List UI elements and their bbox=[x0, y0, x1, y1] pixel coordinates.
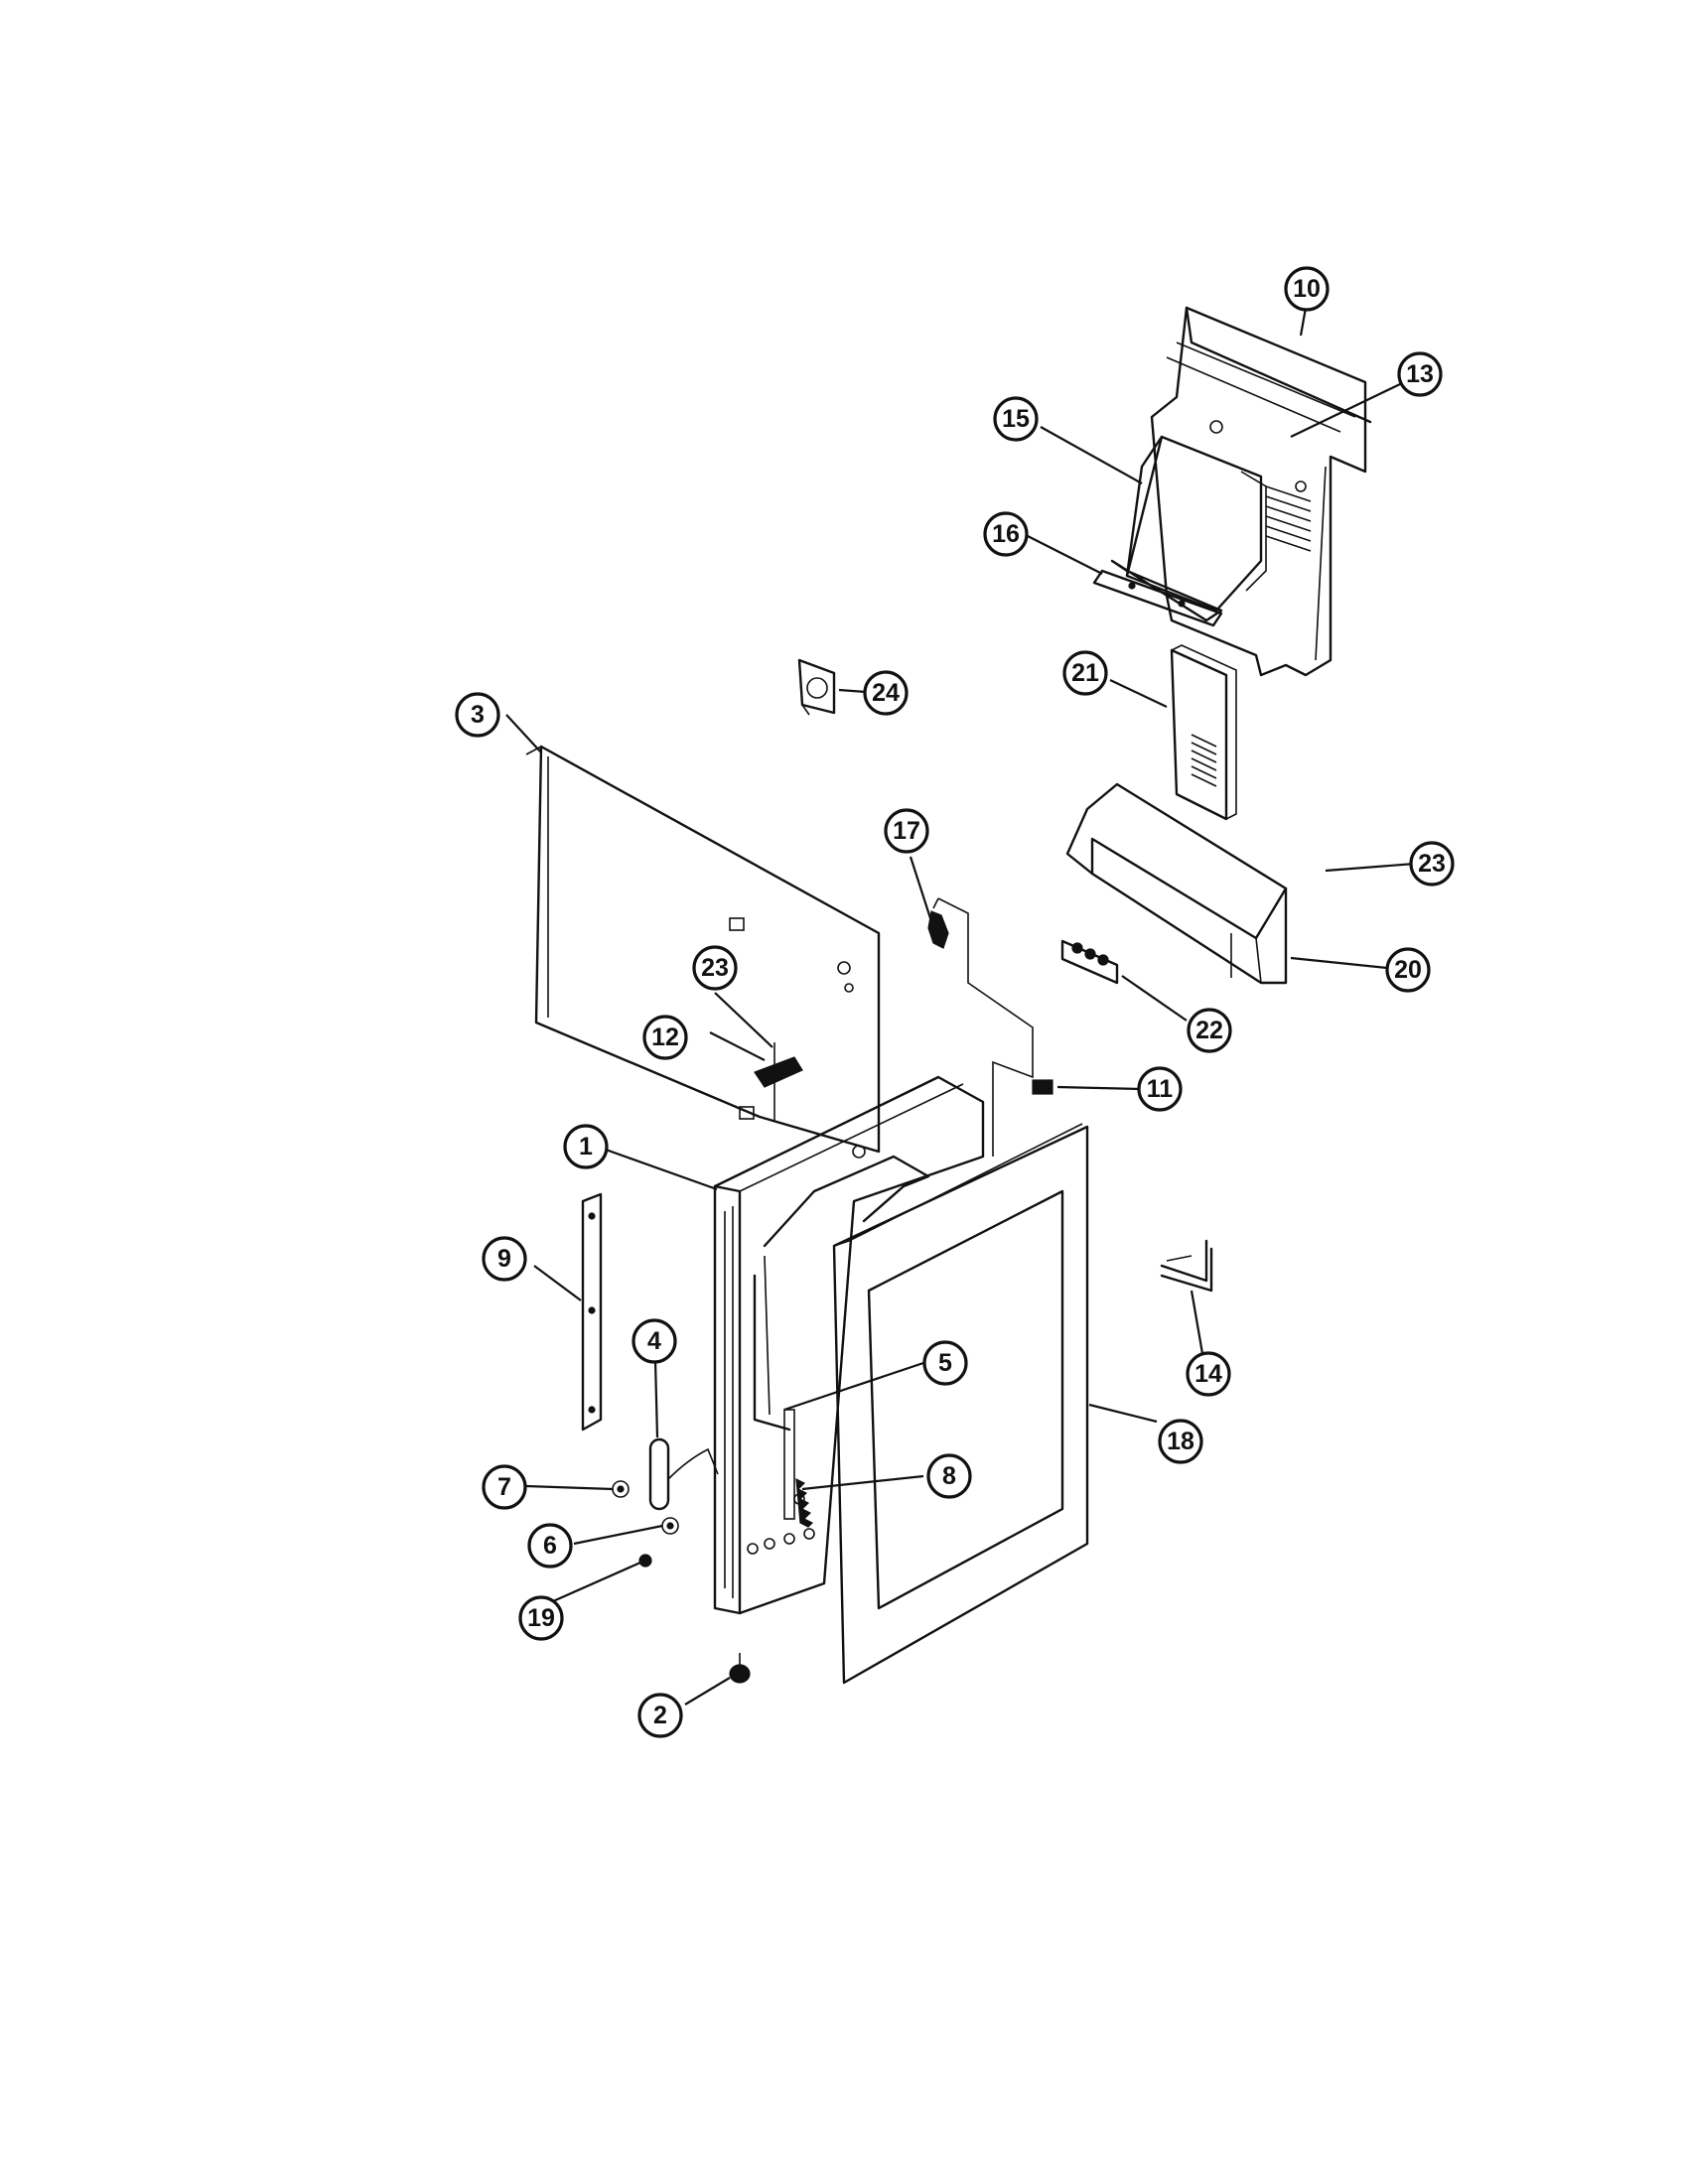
part-oven-frame bbox=[713, 1075, 985, 1615]
callout-23-right: 23 bbox=[1409, 841, 1455, 887]
svg-text:15: 15 bbox=[1002, 405, 1030, 433]
svg-text:5: 5 bbox=[938, 1349, 952, 1377]
svg-text:12: 12 bbox=[651, 1024, 679, 1051]
part-small-block bbox=[1032, 1079, 1053, 1095]
svg-text:17: 17 bbox=[893, 817, 920, 845]
svg-text:24: 24 bbox=[872, 679, 900, 707]
callout-2: 2 bbox=[637, 1693, 683, 1738]
svg-text:2: 2 bbox=[653, 1702, 667, 1729]
part-spring bbox=[795, 1477, 814, 1528]
svg-text:6: 6 bbox=[543, 1532, 557, 1560]
part-chute bbox=[1110, 435, 1267, 622]
part-switch bbox=[927, 897, 949, 949]
callout-24: 24 bbox=[863, 670, 909, 716]
callout-20: 20 bbox=[1385, 947, 1431, 993]
part-corner-bracket bbox=[1160, 1239, 1213, 1293]
part-side-strip bbox=[581, 1192, 603, 1432]
wire-harness bbox=[937, 897, 1034, 1157]
callout-4: 4 bbox=[632, 1318, 677, 1364]
part-latch bbox=[754, 1042, 803, 1122]
callout-18: 18 bbox=[1158, 1419, 1203, 1464]
callout-12: 12 bbox=[642, 1015, 688, 1060]
part-vent-panel bbox=[1170, 644, 1237, 821]
part-foot-2 bbox=[729, 1653, 751, 1684]
callout-17: 17 bbox=[884, 808, 929, 854]
svg-text:1: 1 bbox=[579, 1133, 593, 1160]
callout-3: 3 bbox=[455, 692, 500, 738]
part-fastener-19 bbox=[638, 1554, 652, 1568]
svg-text:4: 4 bbox=[647, 1327, 661, 1355]
callout-5: 5 bbox=[922, 1340, 968, 1386]
svg-text:13: 13 bbox=[1406, 360, 1434, 388]
callout-8: 8 bbox=[926, 1453, 972, 1499]
svg-text:23: 23 bbox=[1418, 850, 1446, 878]
callout-7: 7 bbox=[482, 1464, 527, 1510]
svg-text:20: 20 bbox=[1394, 956, 1422, 984]
svg-text:7: 7 bbox=[497, 1473, 511, 1501]
svg-text:16: 16 bbox=[992, 520, 1020, 548]
callout-9: 9 bbox=[482, 1236, 527, 1282]
svg-text:11: 11 bbox=[1147, 1075, 1174, 1103]
callout-10: 10 bbox=[1284, 266, 1330, 312]
part-fastener-7 bbox=[612, 1480, 630, 1498]
part-fastener-6 bbox=[661, 1517, 679, 1535]
part-side-panel bbox=[525, 745, 881, 1154]
part-bracket-16 bbox=[1092, 569, 1223, 627]
callout-11: 11 bbox=[1137, 1066, 1183, 1112]
callout-6: 6 bbox=[527, 1523, 573, 1569]
svg-text:3: 3 bbox=[471, 701, 485, 729]
callout-16: 16 bbox=[983, 511, 1029, 557]
svg-text:14: 14 bbox=[1194, 1360, 1222, 1388]
part-door-frame bbox=[832, 1123, 1089, 1685]
callout-14: 14 bbox=[1186, 1351, 1231, 1397]
callout-15: 15 bbox=[993, 396, 1039, 442]
part-tray bbox=[1065, 782, 1288, 985]
callout-13: 13 bbox=[1397, 351, 1443, 397]
svg-text:22: 22 bbox=[1195, 1017, 1223, 1044]
svg-text:23: 23 bbox=[701, 954, 729, 982]
part-handle bbox=[648, 1437, 719, 1511]
callout-1: 1 bbox=[563, 1124, 609, 1169]
callout-19: 19 bbox=[518, 1595, 564, 1641]
svg-text:21: 21 bbox=[1071, 659, 1099, 687]
svg-text:10: 10 bbox=[1293, 275, 1321, 303]
part-clip bbox=[797, 658, 836, 716]
callout-22: 22 bbox=[1187, 1008, 1232, 1053]
svg-text:9: 9 bbox=[497, 1245, 511, 1273]
leader-lines bbox=[505, 307, 1416, 1706]
callout-23-left: 23 bbox=[692, 945, 738, 991]
svg-text:8: 8 bbox=[942, 1462, 956, 1490]
callout-21: 21 bbox=[1062, 650, 1108, 696]
svg-text:19: 19 bbox=[527, 1604, 555, 1632]
part-terminal-block bbox=[1060, 939, 1119, 985]
svg-text:18: 18 bbox=[1167, 1428, 1194, 1455]
